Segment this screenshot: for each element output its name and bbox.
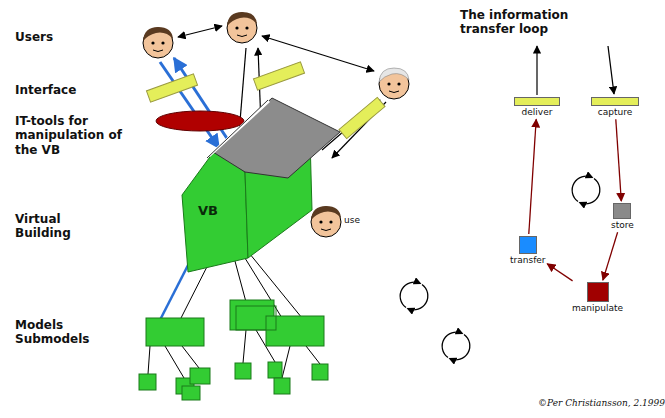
loop-step: transfer xyxy=(510,236,546,265)
building-label: VB xyxy=(198,203,218,219)
manipulate-square xyxy=(587,282,609,302)
user-label: use xyxy=(344,215,384,225)
signature-box: ©Per Christiansson, 2.1999 xyxy=(538,398,662,408)
loop-title: The information transfer loop xyxy=(460,8,592,37)
house-outline xyxy=(176,92,344,277)
deliver-bar xyxy=(514,97,560,106)
step-label: transfer xyxy=(510,254,546,265)
virtual-building: VB xyxy=(176,92,344,277)
loop-arrow xyxy=(547,264,572,281)
step-label: store xyxy=(611,219,634,230)
transfer-square xyxy=(519,236,537,254)
tier-label-box: IT-tools for manipulation of the VB xyxy=(15,114,131,157)
signature: ©Per Christiansson, 2.1999 xyxy=(538,398,662,408)
loop-step: manipulate xyxy=(572,282,623,313)
tier-label-box: Users xyxy=(15,30,115,44)
tier-label: Virtual Building xyxy=(15,212,95,241)
tier-label-box: Models Submodels xyxy=(15,318,103,347)
step-label: manipulate xyxy=(572,302,623,313)
loop-step: store xyxy=(611,203,634,230)
loop-arrow xyxy=(603,232,618,280)
capture-bar xyxy=(591,97,639,106)
store-square xyxy=(613,203,631,219)
loop-arrow xyxy=(529,119,536,234)
tier-label: Users xyxy=(15,30,115,44)
tier-label: IT-tools for manipulation of the VB xyxy=(15,114,131,157)
loop-step: deliver xyxy=(514,97,560,117)
tier-label: Models Submodels xyxy=(15,318,103,347)
loop-step: capture xyxy=(591,97,639,117)
tier-label: Interface xyxy=(15,83,115,97)
tier-label-box: Virtual Building xyxy=(15,212,95,241)
loop-title-box: The information transfer loop xyxy=(460,8,592,37)
step-label: deliver xyxy=(514,106,560,117)
step-label: capture xyxy=(591,106,639,117)
user-label-box: use xyxy=(344,215,384,225)
tier-label-box: Interface xyxy=(15,83,115,97)
loop-arrow xyxy=(616,119,622,201)
